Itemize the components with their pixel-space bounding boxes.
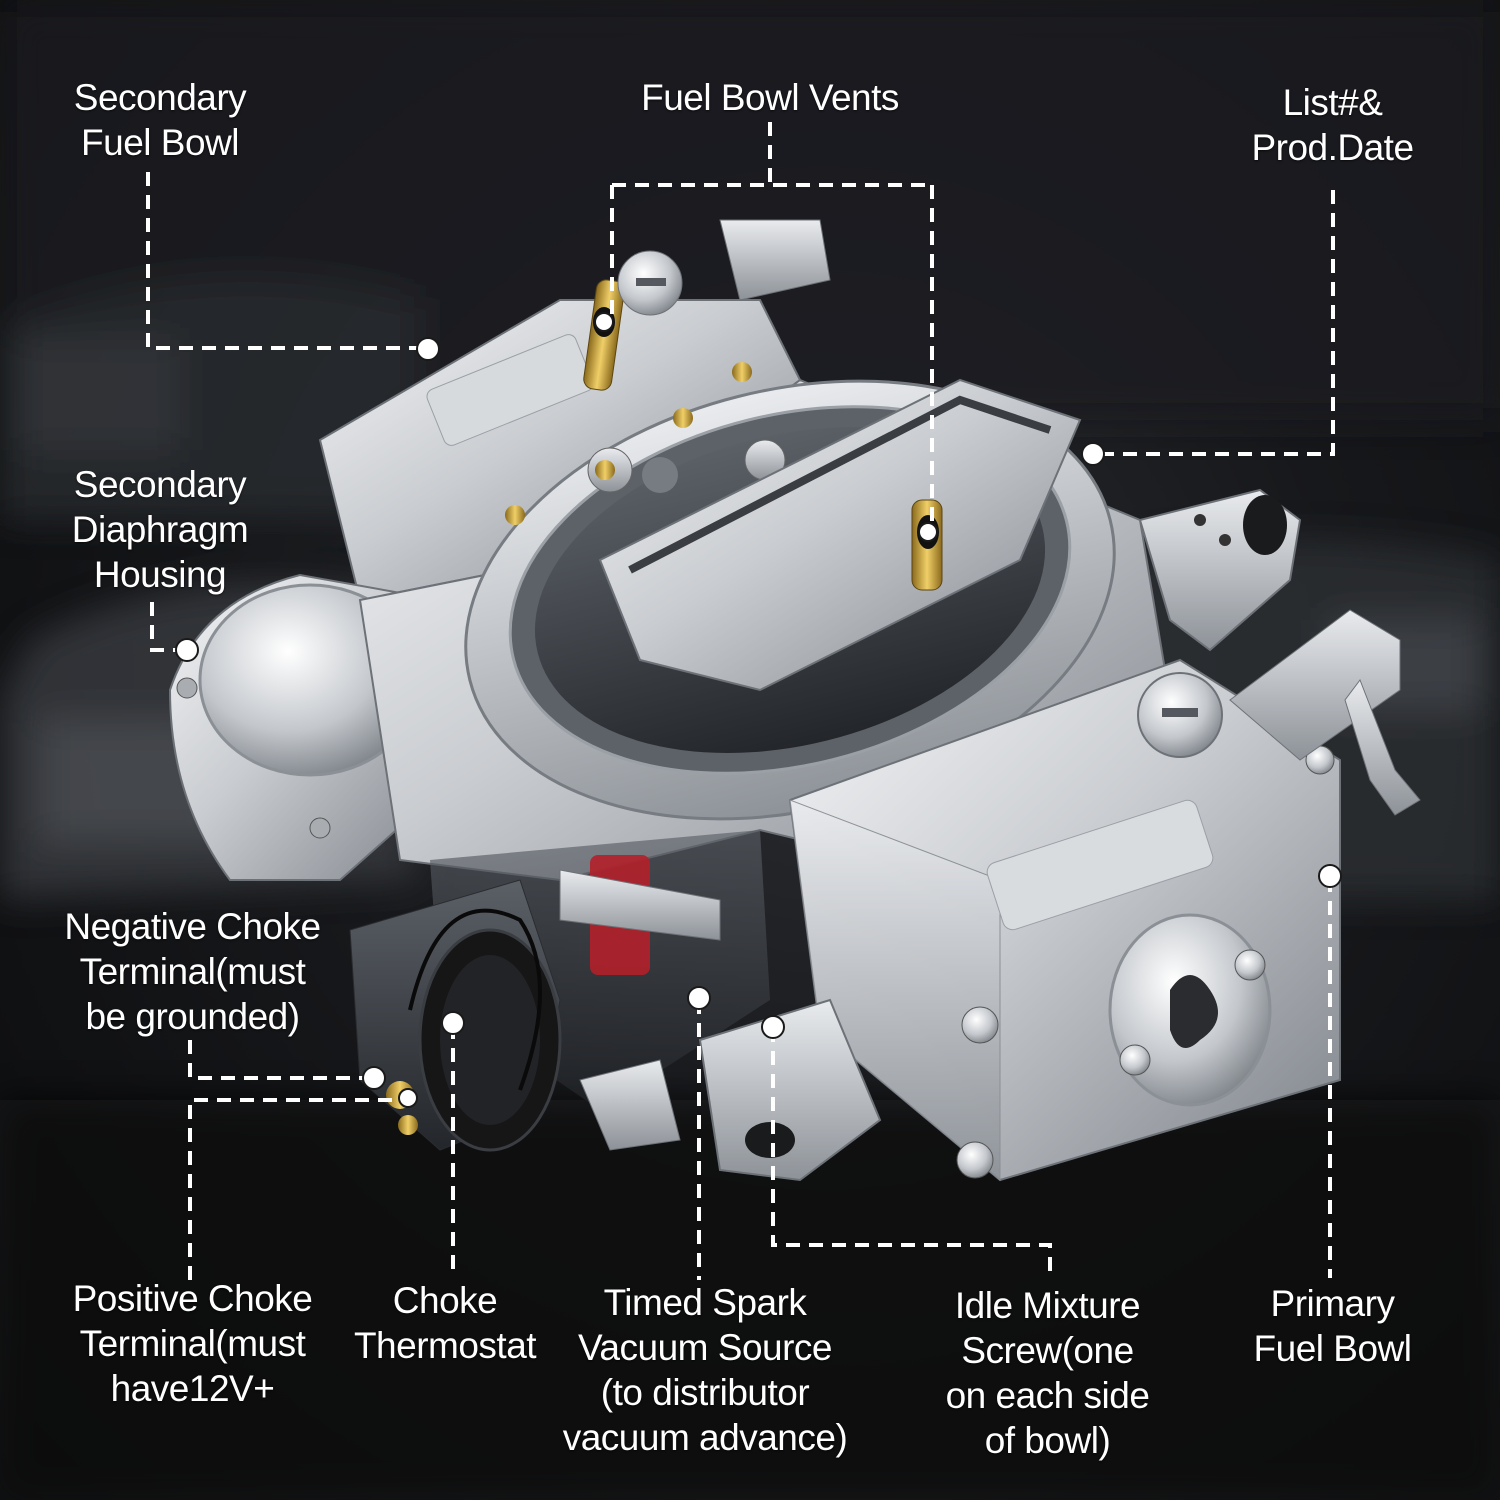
label-positive-choke-terminal: Positive Choke Terminal(must have12V+: [72, 1278, 313, 1409]
marker-primary-fuel-bowl: [1318, 864, 1342, 888]
leader-positive-choke-terminal: [188, 1098, 408, 1280]
choke-bridge: [598, 378, 1082, 692]
label-fuel-bowl-vents: Fuel Bowl Vents: [641, 77, 899, 118]
primary-fuel-bowl: [788, 609, 1421, 1182]
marker-secondary-diaphragm-housing: [175, 638, 199, 662]
throttle-bracket: [1138, 488, 1302, 652]
label-negative-choke-terminal: Negative Choke Terminal(must be grounded…: [64, 906, 321, 1037]
marker-idle-mixture-screw: [761, 1015, 785, 1039]
leader-secondary-diaphragm-housing: [150, 602, 186, 652]
marker-timed-spark-vacuum: [687, 986, 711, 1010]
label-secondary-fuel-bowl: Secondary Fuel Bowl: [73, 77, 247, 163]
marker-vent-right: [918, 522, 938, 542]
label-choke-thermostat: Choke Thermostat: [353, 1280, 537, 1366]
leader-secondary-fuel-bowl: [146, 172, 428, 350]
leader-negative-choke-terminal: [188, 1040, 374, 1080]
label-primary-fuel-bowl: Primary Fuel Bowl: [1253, 1283, 1412, 1369]
leader-list-prod-date: [1093, 190, 1335, 456]
marker-vent-left: [594, 312, 614, 332]
marker-negative-choke-terminal: [362, 1066, 386, 1090]
marker-positive-choke-terminal: [398, 1088, 418, 1108]
marker-list-prod-date: [1081, 442, 1105, 466]
label-list-prod-date: List#& Prod.Date: [1251, 82, 1414, 168]
marker-secondary-fuel-bowl: [416, 337, 440, 361]
label-timed-spark-vacuum-source: Timed Spark Vacuum Source (to distributo…: [562, 1282, 848, 1458]
leader-fuel-bowl-vents: [610, 122, 934, 532]
label-idle-mixture-screw: Idle Mixture Screw(one on each side of b…: [945, 1285, 1150, 1461]
label-secondary-diaphragm-housing: Secondary Diaphragm Housing: [71, 464, 249, 595]
leader-idle-mixture-screw: [771, 1028, 1052, 1280]
marker-choke-thermostat: [441, 1011, 465, 1035]
fuel-bowl-vent-tubes: [583, 250, 943, 591]
base-flange: [579, 998, 882, 1182]
